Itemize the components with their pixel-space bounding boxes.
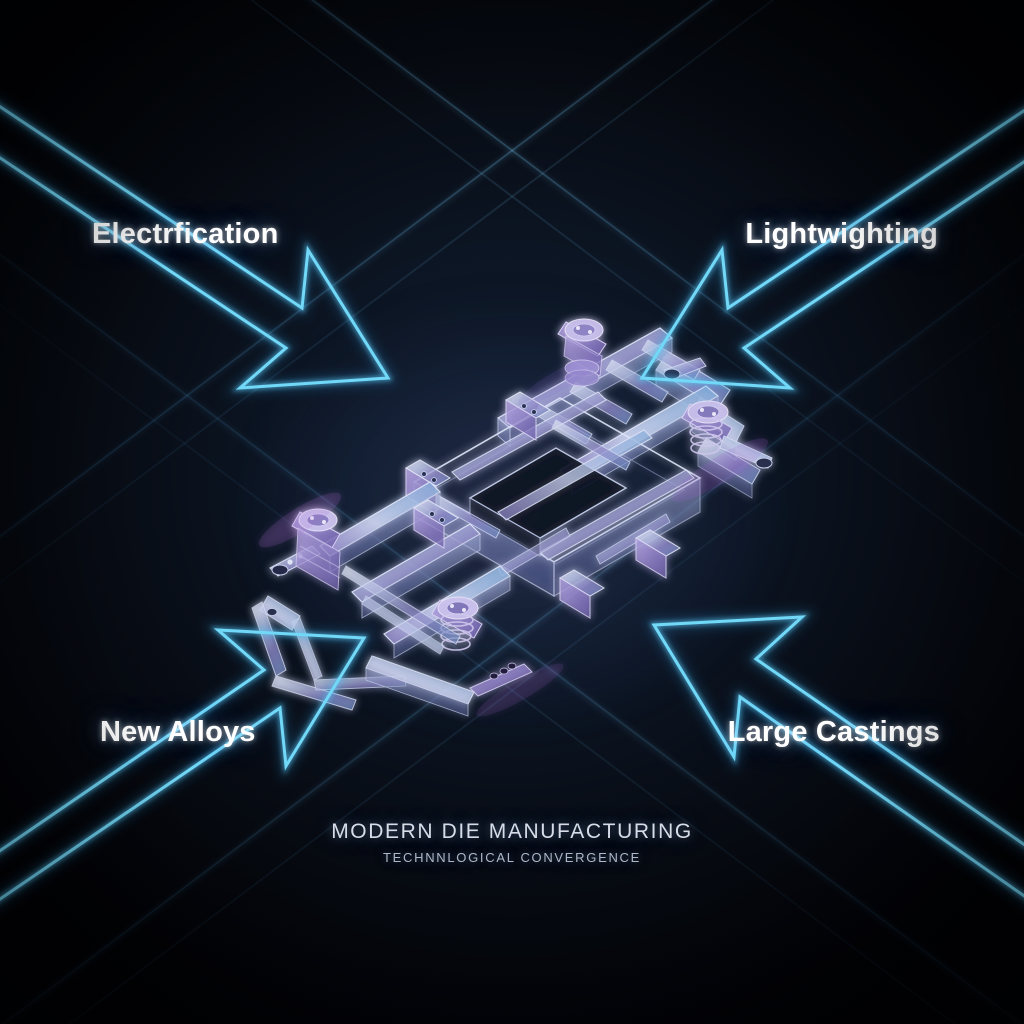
footer-block: MODERN DIE MANUFACTURING TECHNNLOGICAL C… <box>0 820 1024 865</box>
poster-subtitle: TECHNNLOGICAL CONVERGENCE <box>383 850 641 865</box>
callout-label-electrification: Electrfication <box>92 218 279 250</box>
callout-label-new-alloys: New Alloys <box>100 716 256 748</box>
callout-label-lightweighting: Lightwighting <box>745 218 938 250</box>
poster-title: MODERN DIE MANUFACTURING <box>331 820 693 843</box>
callout-label-large-castings: Large Castings <box>727 716 940 748</box>
arrow-up-right-icon <box>0 623 374 906</box>
